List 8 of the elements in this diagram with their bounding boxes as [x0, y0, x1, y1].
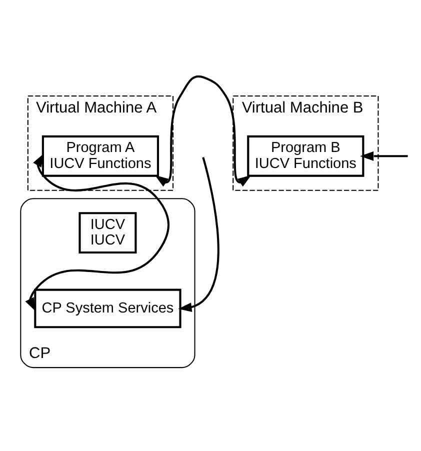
- arrow: [360, 150, 408, 160]
- arrow: [25, 152, 170, 311]
- node-box: Program B IUCV Functions: [247, 134, 364, 176]
- node-box: CP System Services: [34, 288, 182, 328]
- arrow: [178, 156, 220, 312]
- arrow: [154, 74, 252, 186]
- node-box: IUCV IUCV: [78, 212, 137, 254]
- node-box: Program A IUCV Functions: [42, 134, 160, 176]
